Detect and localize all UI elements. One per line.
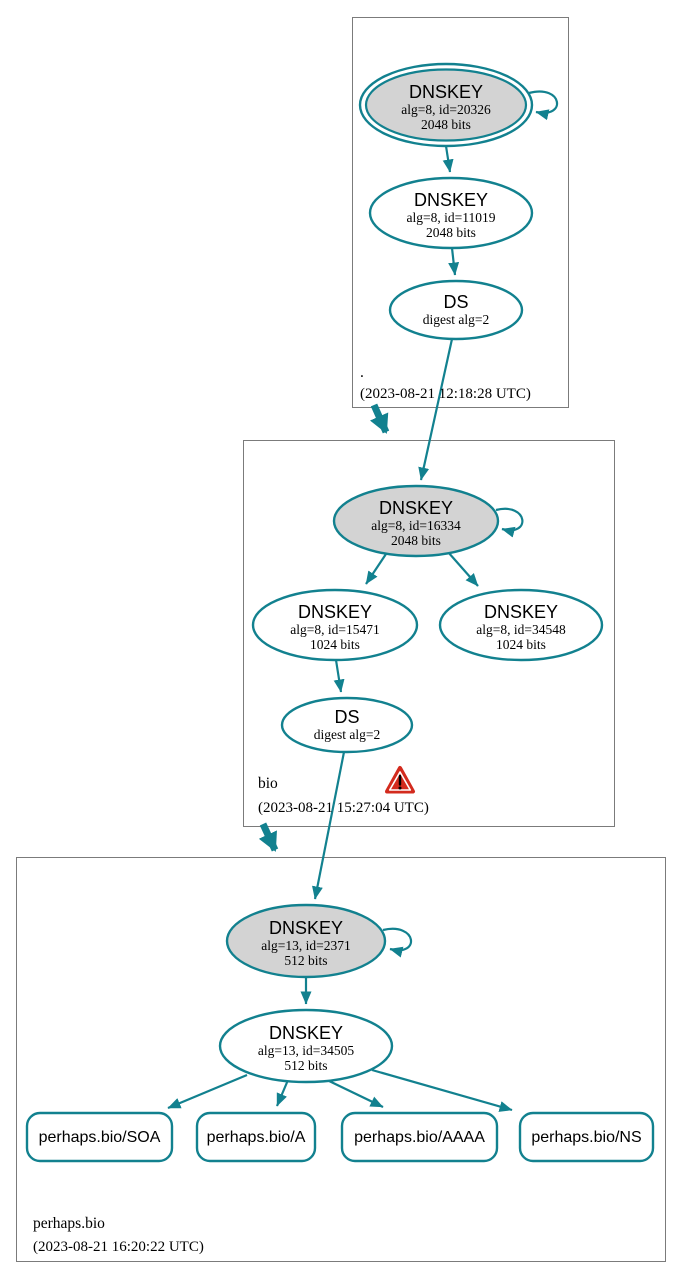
edge-bio-ksk-to-zsk2 [447,551,479,587]
edge-bio-ksk-to-zsk1 [365,550,389,585]
node-attr: 2048 bits [421,117,471,132]
node-perhaps-bio-zsk[interactable]: DNSKEY alg=13, id=34505 512 bits [218,1008,394,1084]
edge-root-zsk-to-ds [448,247,460,276]
zone-timestamp-perhaps-bio: (2023-08-21 16:20:22 UTC) [33,1239,204,1255]
edge-root-ds-to-bio-ksk [418,338,454,481]
node-root-ksk[interactable]: DNSKEY alg=8, id=20326 2048 bits [358,62,534,148]
node-rrset-ns[interactable]: perhaps.bio/NS [518,1111,655,1163]
node-attr: 1024 bits [310,637,360,652]
node-attr: alg=8, id=20326 [401,102,491,117]
node-rrset-a[interactable]: perhaps.bio/A [195,1111,317,1163]
rrset-label: perhaps.bio/A [207,1129,306,1146]
zone-timestamp-bio: (2023-08-21 15:27:04 UTC) [258,800,429,816]
edge-root-ksk-self-loop [528,90,559,121]
node-title: DS [443,292,468,312]
zone-label-perhaps-bio: perhaps.bio [33,1215,105,1232]
zone-timestamp-root: (2023-08-21 12:18:28 UTC) [360,386,531,402]
node-bio-zsk1[interactable]: DNSKEY alg=8, id=15471 1024 bits [251,588,419,662]
node-title: DNSKEY [379,498,453,518]
node-attr: 512 bits [284,1058,327,1073]
node-title: DNSKEY [269,1023,343,1043]
edge-delegation-bio-to-perhaps-bio [258,822,279,852]
edge-root-ksk-to-zsk [442,145,454,173]
node-attr: alg=8, id=16334 [371,518,461,533]
warning-icon[interactable] [385,766,415,794]
node-title: DNSKEY [484,602,558,622]
node-attr: alg=8, id=15471 [290,622,379,637]
node-attr: alg=8, id=11019 [407,210,496,225]
node-attr: 2048 bits [426,225,476,240]
node-rrset-soa[interactable]: perhaps.bio/SOA [25,1111,174,1163]
node-title: DS [334,707,359,727]
edge-zsk-to-aaaa [326,1079,384,1108]
edge-zsk-to-a [275,1079,290,1107]
node-bio-ksk[interactable]: DNSKEY alg=8, id=16334 2048 bits [332,484,500,558]
zone-box-root [352,17,569,408]
edge-perhaps-bio-ksk-self-loop [382,927,413,958]
node-rrset-aaaa[interactable]: perhaps.bio/AAAA [340,1111,499,1163]
node-attr: 2048 bits [391,533,441,548]
edge-zsk-to-ns [371,1068,513,1112]
node-attr: alg=8, id=34548 [476,622,566,637]
edge-bio-zsk1-to-ds [333,659,345,693]
node-root-ds[interactable]: DS digest alg=2 [388,279,524,341]
edge-bio-ksk-self-loop [495,507,524,538]
rrset-label: perhaps.bio/SOA [39,1129,161,1146]
node-attr: alg=13, id=2371 [261,938,350,953]
edge-zsk-to-soa [167,1073,248,1110]
node-bio-zsk2[interactable]: DNSKEY alg=8, id=34548 1024 bits [438,588,604,662]
node-root-zsk[interactable]: DNSKEY alg=8, id=11019 2048 bits [368,176,534,250]
edge-delegation-root-to-bio [369,403,390,434]
node-attr: digest alg=2 [314,727,380,742]
node-title: DNSKEY [269,918,343,938]
node-title: DNSKEY [409,82,483,102]
node-title: DNSKEY [298,602,372,622]
zone-label-bio: bio [258,775,278,792]
node-title: DNSKEY [414,190,488,210]
node-attr: alg=13, id=34505 [258,1043,354,1058]
rrset-label: perhaps.bio/NS [531,1129,641,1146]
node-perhaps-bio-ksk[interactable]: DNSKEY alg=13, id=2371 512 bits [225,903,387,979]
edge-bio-ds-to-perhaps-bio-ksk [312,751,346,900]
zone-box-perhaps-bio [16,857,666,1262]
node-bio-ds[interactable]: DS digest alg=2 [280,696,414,754]
zone-label-root: . [360,364,364,381]
rrset-label: perhaps.bio/AAAA [354,1129,485,1146]
node-attr: 512 bits [284,953,327,968]
node-attr: 1024 bits [496,637,546,652]
node-attr: digest alg=2 [423,312,489,327]
